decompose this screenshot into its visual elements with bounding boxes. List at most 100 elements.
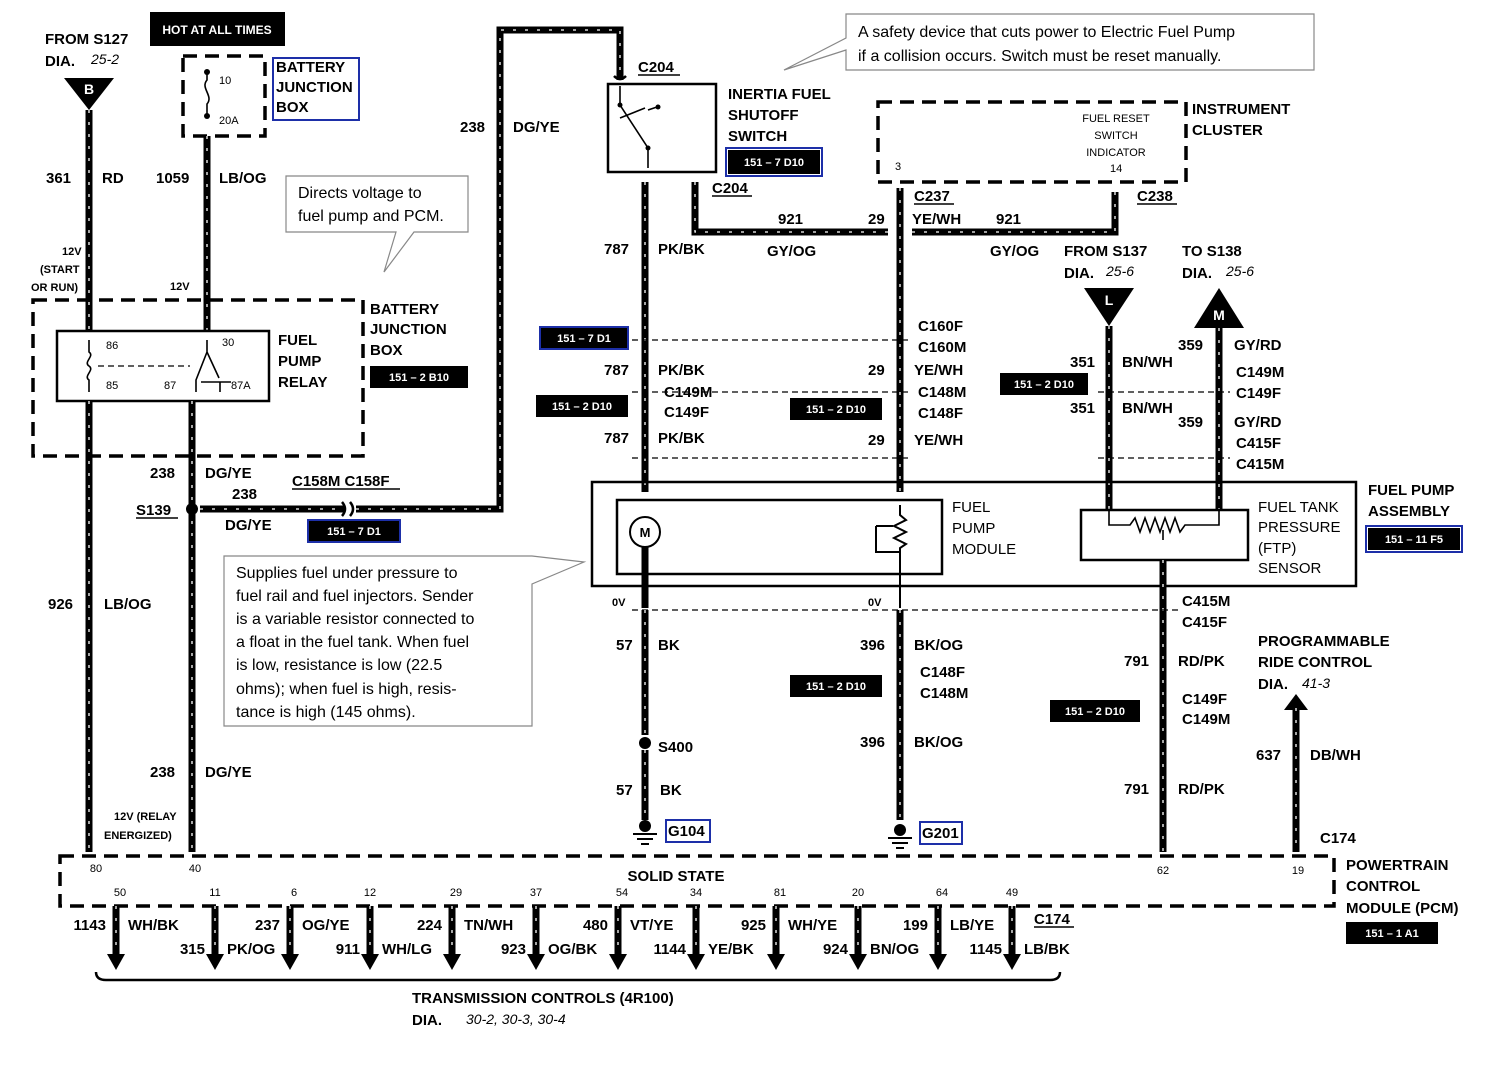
wire-199-number: 199 xyxy=(903,917,928,934)
fuel-reset-label-2: SWITCH xyxy=(1094,130,1137,142)
connector-c238: C238 xyxy=(1137,188,1173,205)
dia-s127-number: 25-2 xyxy=(90,51,119,67)
pcm-pin-34: 34 xyxy=(690,887,702,899)
wire-926-number: 926 xyxy=(48,596,73,613)
bjb-ref-badge[interactable] xyxy=(370,366,468,388)
transmission-bracket xyxy=(94,971,1062,982)
fuse-20a-label: 20A xyxy=(219,115,239,127)
transmission-dia-label: DIA. xyxy=(412,1012,442,1029)
wire-921a-color: GY/OG xyxy=(767,243,816,260)
wire-787c-number: 787 xyxy=(604,430,629,447)
relay-pin-85: 85 xyxy=(106,380,118,392)
connector-c415f-a: C415F xyxy=(1236,435,1281,452)
ground-g201-link[interactable] xyxy=(919,821,963,845)
wire-351b-number: 351 xyxy=(1070,400,1095,417)
arrow-down-icon xyxy=(1003,954,1021,970)
wire-238-upper xyxy=(356,26,624,513)
bjb-ref-label: 151 – 2 B10 xyxy=(389,372,449,384)
wire-921b-color: GY/OG xyxy=(990,243,1039,260)
connector-c149m-a: C149M xyxy=(664,384,712,401)
fuse-10-label: 10 xyxy=(219,75,231,87)
ref-151-2-d10-c[interactable] xyxy=(1000,373,1088,395)
wire-926-color: LB/OG xyxy=(104,596,152,613)
relay-switch-symbol xyxy=(195,340,231,392)
wire-396a-color: BK/OG xyxy=(914,637,963,654)
hot-at-all-times-badge xyxy=(150,12,285,46)
safety-line-2: if a collision occurs. Switch must be re… xyxy=(858,48,1221,65)
wire-351b-color: BN/WH xyxy=(1122,400,1173,417)
wire-57b-number: 57 xyxy=(616,782,633,799)
pcm-ref-label: 151 – 1 A1 xyxy=(1365,928,1418,940)
ref-151-2-d10-d[interactable] xyxy=(790,675,882,697)
safety-device-callout xyxy=(783,13,1315,71)
arrow-down-icon xyxy=(767,954,785,970)
wire-925-color: WH/YE xyxy=(788,917,837,934)
fuel-pump-assembly-label-1: FUEL PUMP xyxy=(1368,482,1454,499)
supplies-line-3: is a variable resistor connected to xyxy=(236,611,474,628)
fuel-reset-label-3: INDICATOR xyxy=(1086,147,1146,159)
connector-c148f-a: C148F xyxy=(918,405,963,422)
ref-151-2-d10-e[interactable] xyxy=(1050,700,1140,722)
connector-c149f-c: C149F xyxy=(1182,691,1227,708)
connector-c415m-b: C415M xyxy=(1182,593,1230,610)
connector-l-triangle xyxy=(1084,288,1134,326)
pcm-pin-64: 64 xyxy=(936,887,948,899)
wire-480-color: VT/YE xyxy=(630,917,673,934)
arrow-down-icon xyxy=(281,954,299,970)
wire-921a-number: 921 xyxy=(778,211,803,228)
ground-g104-label: G104 xyxy=(668,823,705,840)
connector-l-label: L xyxy=(1105,292,1114,308)
ground-g104-link[interactable] xyxy=(665,819,711,843)
fuel-pump-module-label-2: PUMP xyxy=(952,520,995,537)
ref-151-2-d10-a-label: 151 – 2 D10 xyxy=(552,401,612,413)
pcm-pin-50: 50 xyxy=(114,887,126,899)
ref-151-7-d1-b[interactable] xyxy=(308,520,400,542)
voltage-12v-relay-1: 12V (RELAY xyxy=(114,811,177,823)
pcm-ref-badge[interactable] xyxy=(1346,922,1438,944)
pcm-pin-49: 49 xyxy=(1006,887,1018,899)
wire-396b-number: 396 xyxy=(860,734,885,751)
wire-237-number: 237 xyxy=(255,917,280,934)
instrument-pin-3: 3 xyxy=(895,161,901,173)
wire-637-number: 637 xyxy=(1256,747,1281,764)
battery-junction-box-fuse-outline xyxy=(181,54,267,138)
arrow-down-icon xyxy=(849,954,867,970)
relay-coil-symbol xyxy=(86,340,92,392)
wire-791a-number: 791 xyxy=(1124,653,1149,670)
connector-c148f-b: C148F xyxy=(920,664,965,681)
wire-787b-number: 787 xyxy=(604,362,629,379)
wire-359b-number: 359 xyxy=(1178,414,1203,431)
wire-238a-color: DG/YE xyxy=(205,465,252,482)
connector-c149m-b: C149M xyxy=(1236,364,1284,381)
ref-151-2-d10-a[interactable] xyxy=(536,395,628,417)
wire-359b-color: GY/RD xyxy=(1234,414,1282,431)
wire-57a-color: BK xyxy=(658,637,680,654)
battery-junction-box-link[interactable] xyxy=(272,57,360,121)
wire-925-number: 925 xyxy=(741,917,766,934)
arrow-down-icon xyxy=(443,954,461,970)
connector-c415f-b: C415F xyxy=(1182,614,1227,631)
wire-924-color: BN/OG xyxy=(870,941,919,958)
ref-151-7-d1-a[interactable] xyxy=(540,327,628,349)
inertia-ref-badge[interactable] xyxy=(728,150,820,174)
wire-1145-number: 1145 xyxy=(969,941,1002,958)
ref-151-2-d10-c-label: 151 – 2 D10 xyxy=(1014,379,1074,391)
pcm-pin-20: 20 xyxy=(852,887,864,899)
fuel-sender-resistor-icon xyxy=(875,505,909,608)
splice-s139 xyxy=(186,503,198,515)
connector-c174-b: C174 xyxy=(1034,911,1071,928)
wire-57b-color: BK xyxy=(660,782,682,799)
wire-238c-number: 238 xyxy=(150,764,175,781)
wire-1144-number: 1144 xyxy=(653,941,686,958)
wire-637-color: DB/WH xyxy=(1310,747,1361,764)
inertia-fuel-shutoff-switch-box xyxy=(606,82,718,174)
fuel-pump-module-box xyxy=(615,498,944,576)
pcm-pin-6: 6 xyxy=(291,887,297,899)
wire-57a-number: 57 xyxy=(616,637,633,654)
ref-151-2-d10-b[interactable] xyxy=(790,398,882,420)
motor-label: M xyxy=(640,525,651,540)
fuel-pump-module-label-3: MODULE xyxy=(952,541,1016,558)
connector-c237: C237 xyxy=(914,188,950,205)
fuel-pump-assembly-ref-badge[interactable] xyxy=(1368,528,1460,550)
